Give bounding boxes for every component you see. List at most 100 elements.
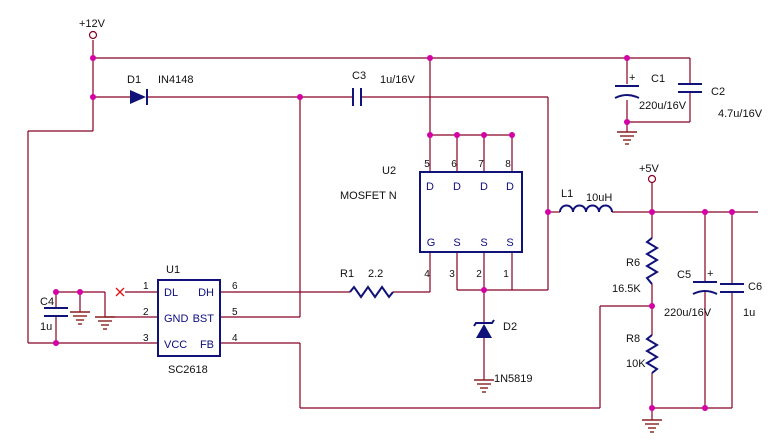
capacitor-c2-ref: C2 bbox=[711, 86, 725, 98]
rail-12v-label: +12V bbox=[79, 18, 106, 30]
resistor-r8-body bbox=[645, 334, 659, 374]
capacitor-c1-plus: + bbox=[629, 72, 635, 84]
resistor-r8: R8 10K bbox=[626, 333, 659, 374]
mosfet-u2-ref: U2 bbox=[382, 165, 396, 177]
junction-dot bbox=[649, 405, 655, 411]
capacitor-c2: C2 4.7u/16V bbox=[678, 83, 763, 120]
controller-u1-body bbox=[157, 279, 221, 357]
resistor-r1-body bbox=[349, 285, 394, 299]
junction-dot bbox=[481, 132, 487, 138]
mosfet-pin-num: 3 bbox=[449, 269, 455, 280]
resistor-r8-value: 10K bbox=[626, 358, 646, 370]
resistor-r6-value: 16.5K bbox=[612, 283, 641, 295]
junction-dot bbox=[90, 55, 96, 61]
diode-d1-value: IN4148 bbox=[158, 74, 193, 86]
mosfet-pin-label: D bbox=[453, 181, 461, 193]
controller-pin-label: DH bbox=[198, 287, 214, 299]
controller-pin-label: DL bbox=[164, 287, 178, 299]
mosfet-pin-label: S bbox=[506, 237, 513, 249]
capacitor-c1: + C1 220u/16V bbox=[614, 72, 687, 112]
controller-pin-num: 5 bbox=[232, 307, 238, 318]
inductor-l1-value: 10uH bbox=[586, 192, 612, 204]
junction-dot bbox=[481, 287, 487, 293]
resistor-r6-body bbox=[645, 237, 659, 285]
resistor-r1: R1 2.2 bbox=[340, 268, 394, 299]
diode-d1-body bbox=[130, 90, 146, 104]
controller-pin-label: BST bbox=[193, 313, 215, 325]
rail-5v-label: +5V bbox=[639, 163, 660, 175]
capacitor-c4: C4 1u bbox=[40, 296, 68, 333]
rail-12v: +12V bbox=[79, 18, 106, 40]
resistor-r1-ref: R1 bbox=[340, 268, 354, 280]
controller-pin-num: 3 bbox=[143, 333, 149, 344]
resistor-r6: R6 16.5K bbox=[612, 237, 659, 295]
junction-dot bbox=[297, 94, 303, 100]
ground-symbol-u1a bbox=[70, 311, 90, 325]
mosfet-u2: U2 MOSFET N 5 6 7 8 D D D D G S S S 4 3 … bbox=[340, 159, 523, 280]
controller-pin-label: VCC bbox=[164, 339, 187, 351]
mosfet-pin-num: 1 bbox=[503, 269, 509, 280]
mosfet-pin-label: G bbox=[427, 237, 436, 249]
rail-12v-terminal bbox=[88, 30, 98, 40]
controller-pin-num: 6 bbox=[232, 281, 238, 292]
ground-symbol-output bbox=[642, 419, 662, 433]
mosfet-pin-num: 6 bbox=[451, 159, 457, 170]
capacitor-c6-value: 1u bbox=[743, 307, 755, 319]
controller-u1: U1 SC2618 DL GND VCC DH BST FB 1 2 3 6 5… bbox=[115, 264, 238, 376]
ground-symbol-d2 bbox=[474, 379, 494, 393]
junction-dot bbox=[624, 119, 630, 125]
mosfet-pin-num: 8 bbox=[505, 159, 511, 170]
diode-d1: D1 IN4148 bbox=[127, 74, 193, 105]
capacitor-c4-ref: C4 bbox=[40, 296, 54, 308]
inductor-l1-ref: L1 bbox=[561, 188, 573, 200]
junction-dot bbox=[427, 55, 433, 61]
capacitor-c6-ref: C6 bbox=[748, 281, 762, 293]
diode-d2: D2 1N5819 bbox=[473, 319, 533, 385]
resistor-r8-ref: R8 bbox=[626, 333, 640, 345]
junction-dot bbox=[53, 340, 59, 346]
junction-dot bbox=[90, 94, 96, 100]
resistor-r1-value: 2.2 bbox=[368, 268, 383, 280]
mosfet-u2-value: MOSFET N bbox=[340, 190, 397, 202]
junction-dot bbox=[702, 209, 708, 215]
controller-pin-num: 2 bbox=[143, 307, 149, 318]
capacitor-c3-ref: C3 bbox=[352, 70, 366, 82]
capacitor-c5-plate-neg bbox=[692, 290, 718, 295]
junction-dot bbox=[77, 289, 83, 295]
capacitor-c1-plate-neg bbox=[614, 94, 640, 99]
junction-dot bbox=[53, 289, 59, 295]
controller-u1-value: SC2618 bbox=[168, 364, 208, 376]
mosfet-pin-label: D bbox=[506, 181, 514, 193]
capacitor-c4-value: 1u bbox=[40, 321, 52, 333]
controller-pin-label: FB bbox=[200, 339, 214, 351]
mosfet-pin-num: 2 bbox=[476, 269, 482, 280]
diode-d2-body bbox=[476, 324, 492, 338]
controller-pin-num: 1 bbox=[143, 281, 149, 292]
capacitor-c1-value: 220u/16V bbox=[639, 100, 687, 112]
controller-pin-num: 4 bbox=[232, 333, 238, 344]
mosfet-pin-num: 5 bbox=[424, 159, 430, 170]
mosfet-pin-label: S bbox=[453, 237, 460, 249]
capacitor-c1-ref: C1 bbox=[651, 73, 665, 85]
junction-dot bbox=[729, 209, 735, 215]
resistor-r6-ref: R6 bbox=[626, 257, 640, 269]
capacitor-c5-ref: C5 bbox=[677, 269, 691, 281]
junction-dot bbox=[649, 209, 655, 215]
junction-dot bbox=[509, 132, 515, 138]
controller-u1-ref: U1 bbox=[166, 264, 180, 276]
mosfet-pin-label: D bbox=[426, 181, 434, 193]
junction-dot bbox=[427, 132, 433, 138]
junctions bbox=[53, 55, 735, 411]
controller-pin-label: GND bbox=[164, 313, 189, 325]
diode-d1-ref: D1 bbox=[127, 74, 141, 86]
capacitor-c3-value: 1u/16V bbox=[380, 74, 416, 86]
mosfet-pin-label: D bbox=[480, 181, 488, 193]
junction-dot bbox=[702, 405, 708, 411]
diode-d2-bar bbox=[473, 319, 495, 327]
wiring bbox=[27, 40, 758, 420]
mosfet-u2-body bbox=[419, 171, 523, 253]
no-connect-marker bbox=[115, 287, 125, 297]
capacitor-c5-plus: + bbox=[707, 268, 713, 280]
junction-dot bbox=[545, 209, 551, 215]
